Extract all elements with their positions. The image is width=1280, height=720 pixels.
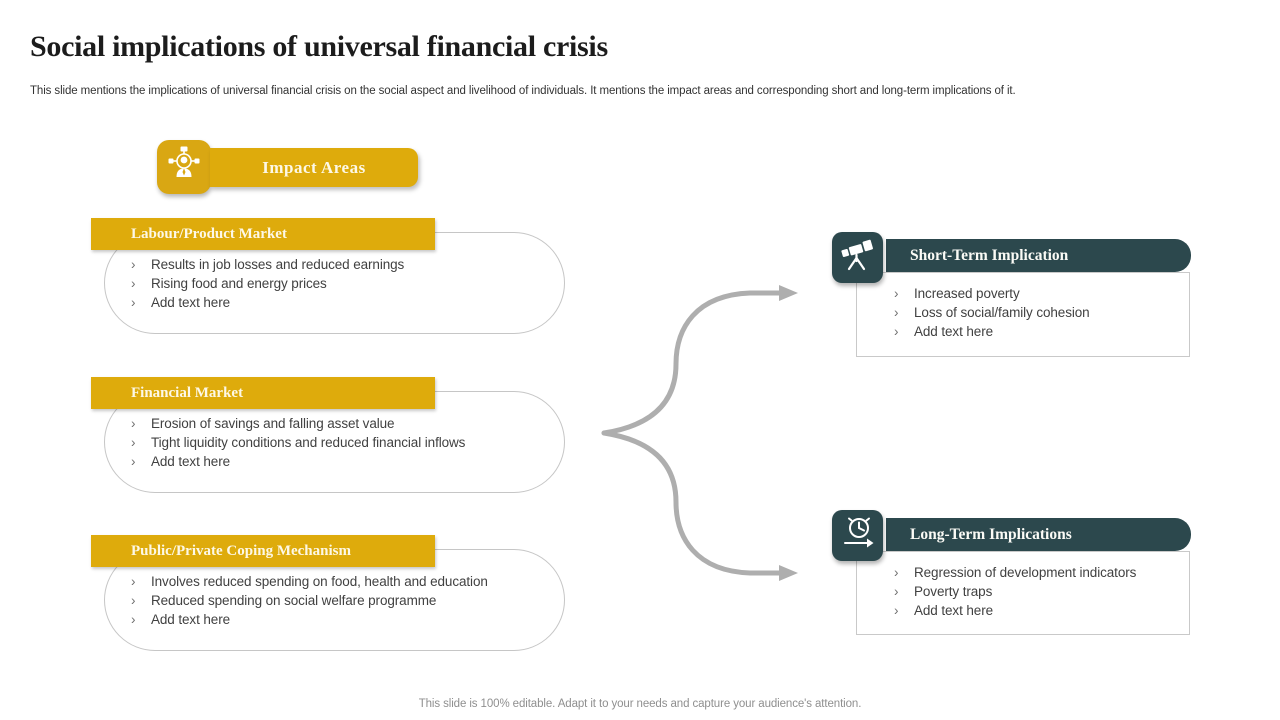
bullet-marker: › [131,592,136,608]
bullet-list: › Increased poverty › Loss of social/famil… [894,284,1189,341]
bullet-marker: › [131,453,136,469]
bullet-text: Regression of development indicators [914,565,1137,580]
list-item: › Add text here [894,322,1189,341]
telescope-icon [839,236,877,279]
list-item: › Increased poverty [894,284,1189,303]
bullet-text: Poverty traps [914,584,993,599]
bullet-text: Reduced spending on social welfare progr… [151,592,437,608]
bullet-marker: › [131,275,136,291]
bullet-text[interactable]: Add text here [151,294,231,310]
bullet-marker: › [894,603,899,618]
bullet-marker: › [131,256,136,272]
list-item: › Loss of social/family cohesion [894,303,1189,322]
bullet-text: Tight liquidity conditions and reduced f… [151,434,466,450]
list-item: › Erosion of savings and falling asset va… [131,414,465,433]
bullet-marker: › [131,434,136,450]
area-header-financial-market[interactable]: Financial Market [91,377,435,409]
bullet-list: › Results in job losses and reduced earni… [105,255,404,312]
list-item: › Involves reduced spending on food, heal… [131,572,488,591]
list-item: › Tight liquidity conditions and reduced … [131,433,465,452]
bullet-text: Involves reduced spending on food, healt… [151,573,488,589]
bullet-marker: › [894,305,899,320]
impact-areas-icon-tile [157,140,211,194]
bullet-marker: › [894,286,899,301]
area-header-coping-mechanism[interactable]: Public/Private Coping Mechanism [91,535,435,567]
implication-header-long-term[interactable]: Long-Term Implications [886,518,1191,551]
bullet-text: Rising food and energy prices [151,275,327,291]
bullet-list: › Involves reduced spending on food, heal… [105,572,488,629]
short-term-icon-tile [832,232,883,283]
bullet-text[interactable]: Add text here [914,324,994,339]
person-network-icon [164,145,204,190]
bullet-text: Increased poverty [914,286,1020,301]
impact-areas-banner[interactable]: Impact Areas [210,148,418,187]
editable-note: This slide is 100% editable. Adapt it to… [418,698,862,710]
implication-body-short-term: › Increased poverty › Loss of social/famil… [856,272,1190,357]
list-item: › Reduced spending on social welfare prog… [131,591,488,610]
bullet-list: › Regression of development indicators › P… [894,563,1189,620]
list-item: › Rising food and energy prices [131,274,404,293]
list-item: › Add text here [131,452,465,471]
bullet-marker: › [894,324,899,339]
bullet-list: › Erosion of savings and falling asset va… [105,414,465,471]
bullet-marker: › [131,611,136,627]
implication-body-long-term: › Regression of development indicators › P… [856,551,1190,635]
bullet-text: Erosion of savings and falling asset val… [151,415,395,431]
bullet-text[interactable]: Add text here [914,603,994,618]
list-item: › Add text here [894,601,1189,620]
bullet-marker: › [131,573,136,589]
implication-header-short-term[interactable]: Short-Term Implication [886,239,1191,272]
bullet-marker: › [131,294,136,310]
page-title: Social implications of universal financi… [30,30,608,63]
list-item: › Add text here [131,610,488,629]
branch-arrow-connector [600,278,810,593]
bullet-marker: › [894,565,899,580]
long-term-icon-tile [832,510,883,561]
bullet-text: Results in job losses and reduced earnin… [151,256,405,272]
list-item: › Regression of development indicators [894,563,1189,582]
clock-arrow-icon [839,514,877,557]
slide-description: This slide mentions the implications of … [30,85,1016,97]
list-item: › Poverty traps [894,582,1189,601]
area-header-labour-product-market[interactable]: Labour/Product Market [91,218,435,250]
bullet-text[interactable]: Add text here [151,453,231,469]
bullet-text[interactable]: Add text here [151,611,231,627]
bullet-marker: › [131,415,136,431]
bullet-marker: › [894,584,899,599]
bullet-text: Loss of social/family cohesion [914,305,1090,320]
list-item: › Add text here [131,293,404,312]
list-item: › Results in job losses and reduced earni… [131,255,404,274]
